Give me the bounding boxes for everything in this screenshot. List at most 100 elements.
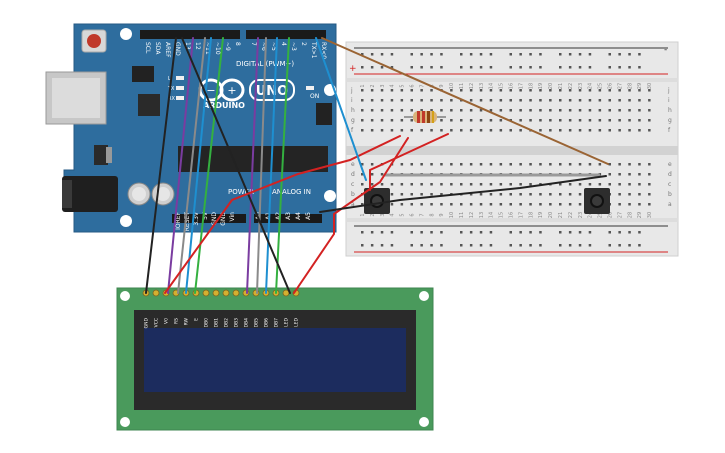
rail-hole[interactable] xyxy=(489,66,493,69)
terminal-hole[interactable] xyxy=(628,129,631,132)
rail-hole[interactable] xyxy=(529,244,532,247)
rail-hole[interactable] xyxy=(529,53,532,56)
rail-hole[interactable] xyxy=(460,231,463,234)
terminal-hole[interactable] xyxy=(410,183,414,186)
rail-hole[interactable] xyxy=(559,53,562,56)
rail-hole[interactable] xyxy=(588,66,592,69)
terminal-hole[interactable] xyxy=(499,119,503,122)
terminal-hole[interactable] xyxy=(549,163,552,166)
rail-hole[interactable] xyxy=(618,53,621,56)
terminal-hole[interactable] xyxy=(370,89,374,92)
terminal-hole[interactable] xyxy=(509,163,513,166)
terminal-hole[interactable] xyxy=(380,89,384,92)
terminal-hole[interactable] xyxy=(509,129,513,132)
terminal-hole[interactable] xyxy=(648,183,651,186)
terminal-hole[interactable] xyxy=(519,99,522,102)
terminal-hole[interactable] xyxy=(380,129,384,132)
terminal-hole[interactable] xyxy=(499,183,503,186)
terminal-hole[interactable] xyxy=(568,119,572,122)
rail-hole[interactable] xyxy=(509,231,513,234)
rail-hole[interactable] xyxy=(390,66,394,69)
terminal-hole[interactable] xyxy=(549,99,552,102)
terminal-hole[interactable] xyxy=(430,163,433,166)
terminal-hole[interactable] xyxy=(618,109,621,112)
rail-hole[interactable] xyxy=(469,53,473,56)
terminal-hole[interactable] xyxy=(628,99,631,102)
rail-hole[interactable] xyxy=(638,244,641,247)
terminal-hole[interactable] xyxy=(361,99,364,102)
terminal-hole[interactable] xyxy=(519,163,522,166)
terminal-hole[interactable] xyxy=(618,99,621,102)
terminal-hole[interactable] xyxy=(499,99,503,102)
rail-hole[interactable] xyxy=(469,231,473,234)
terminal-hole[interactable] xyxy=(420,183,423,186)
rail-hole[interactable] xyxy=(380,53,384,56)
rail-hole[interactable] xyxy=(410,244,414,247)
terminal-hole[interactable] xyxy=(430,193,433,196)
terminal-hole[interactable] xyxy=(519,109,522,112)
digital-header-right[interactable] xyxy=(246,30,326,39)
rail-hole[interactable] xyxy=(440,231,443,234)
terminal-hole[interactable] xyxy=(618,89,621,92)
rail-hole[interactable] xyxy=(539,244,542,247)
terminal-hole[interactable] xyxy=(588,129,592,132)
terminal-hole[interactable] xyxy=(361,203,364,206)
rail-hole[interactable] xyxy=(529,66,532,69)
wire-purple-2[interactable] xyxy=(246,37,259,294)
terminal-hole[interactable] xyxy=(519,193,522,196)
terminal-hole[interactable] xyxy=(578,129,582,132)
terminal-hole[interactable] xyxy=(370,129,374,132)
rail-hole[interactable] xyxy=(430,66,433,69)
terminal-hole[interactable] xyxy=(559,203,562,206)
rail-hole[interactable] xyxy=(519,231,522,234)
terminal-hole[interactable] xyxy=(400,109,404,112)
rail-hole[interactable] xyxy=(559,244,562,247)
terminal-hole[interactable] xyxy=(559,183,562,186)
rail-hole[interactable] xyxy=(370,244,374,247)
terminal-hole[interactable] xyxy=(380,173,384,176)
terminal-hole[interactable] xyxy=(529,109,532,112)
rail-hole[interactable] xyxy=(588,244,592,247)
terminal-hole[interactable] xyxy=(361,129,364,132)
terminal-hole[interactable] xyxy=(509,109,513,112)
rail-hole[interactable] xyxy=(479,244,483,247)
rail-hole[interactable] xyxy=(361,66,364,69)
terminal-hole[interactable] xyxy=(361,109,364,112)
terminal-hole[interactable] xyxy=(559,109,562,112)
terminal-hole[interactable] xyxy=(460,203,463,206)
rail-hole[interactable] xyxy=(489,244,493,247)
terminal-hole[interactable] xyxy=(361,173,364,176)
rail-hole[interactable] xyxy=(430,53,433,56)
terminal-hole[interactable] xyxy=(400,89,404,92)
rail-hole[interactable] xyxy=(638,53,641,56)
terminal-hole[interactable] xyxy=(469,89,473,92)
terminal-hole[interactable] xyxy=(489,129,493,132)
terminal-hole[interactable] xyxy=(400,163,404,166)
terminal-hole[interactable] xyxy=(608,183,612,186)
terminal-hole[interactable] xyxy=(608,119,612,122)
terminal-hole[interactable] xyxy=(509,99,513,102)
wire-gray-2[interactable] xyxy=(256,37,267,294)
terminal-hole[interactable] xyxy=(568,193,572,196)
terminal-hole[interactable] xyxy=(440,129,443,132)
terminal-hole[interactable] xyxy=(618,203,621,206)
terminal-hole[interactable] xyxy=(638,183,641,186)
terminal-hole[interactable] xyxy=(460,119,463,122)
terminal-hole[interactable] xyxy=(648,89,651,92)
terminal-hole[interactable] xyxy=(489,99,493,102)
terminal-hole[interactable] xyxy=(618,173,621,176)
terminal-hole[interactable] xyxy=(588,119,592,122)
lcd-pin[interactable] xyxy=(232,289,240,297)
terminal-hole[interactable] xyxy=(568,109,572,112)
terminal-hole[interactable] xyxy=(529,89,532,92)
terminal-hole[interactable] xyxy=(529,183,532,186)
terminal-hole[interactable] xyxy=(450,163,453,166)
terminal-hole[interactable] xyxy=(440,183,443,186)
terminal-hole[interactable] xyxy=(361,89,364,92)
terminal-hole[interactable] xyxy=(370,163,374,166)
terminal-hole[interactable] xyxy=(539,119,542,122)
terminal-hole[interactable] xyxy=(479,203,483,206)
wire-green-1[interactable] xyxy=(194,37,224,294)
terminal-hole[interactable] xyxy=(420,109,423,112)
terminal-hole[interactable] xyxy=(628,193,631,196)
